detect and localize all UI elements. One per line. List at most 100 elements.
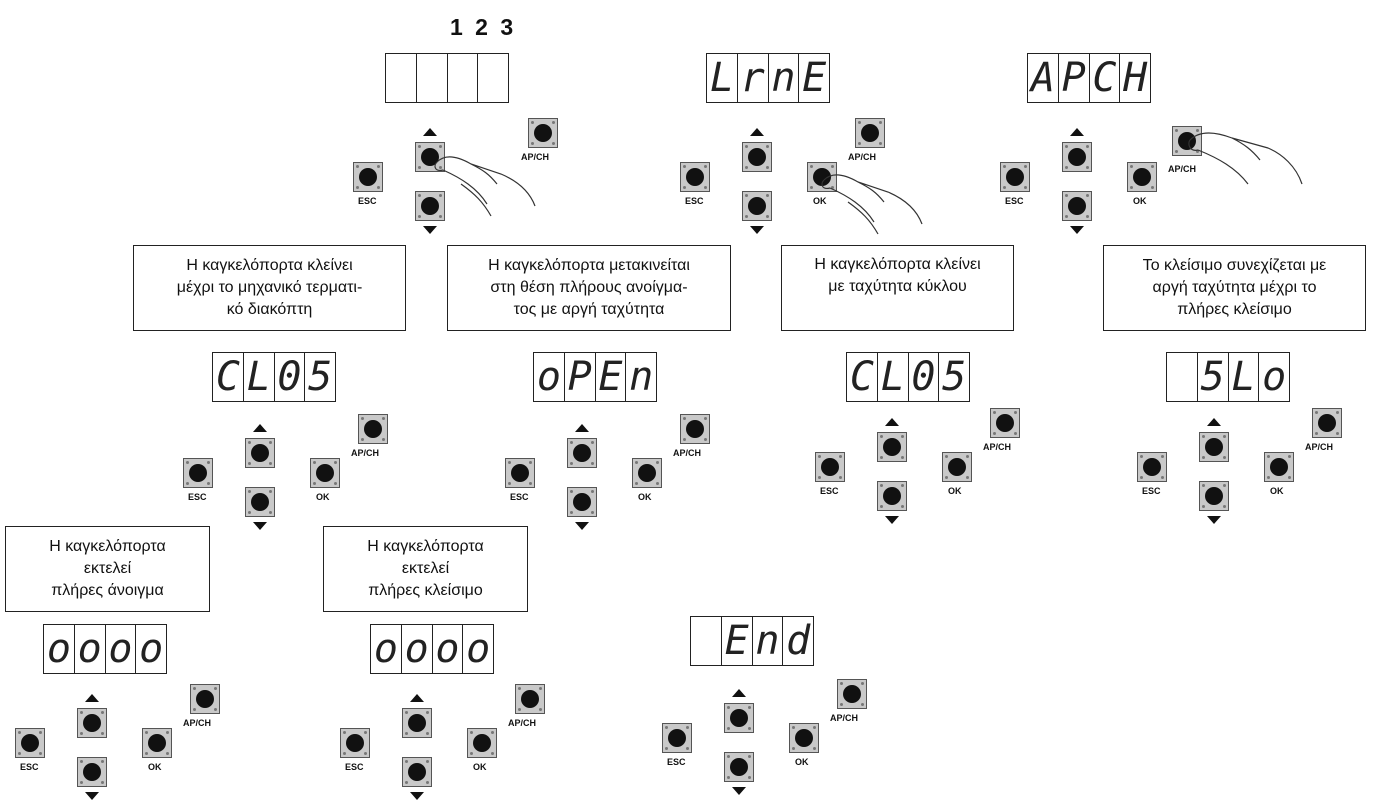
display-digit: H (1123, 55, 1148, 101)
apch-button[interactable] (358, 414, 388, 444)
apch-button[interactable] (680, 414, 710, 444)
ok-label: OK (1133, 196, 1147, 206)
display-digit: 5 (942, 354, 967, 400)
down-button[interactable] (742, 191, 772, 221)
ok-label: OK (1270, 486, 1284, 496)
apch-label: AP/CH (830, 713, 859, 723)
display-8: o o o o (43, 624, 167, 674)
up-button[interactable] (877, 432, 907, 462)
display-digit: E (596, 353, 627, 401)
esc-button[interactable] (505, 458, 535, 488)
display-digit: o (44, 625, 75, 673)
up-button[interactable] (1199, 432, 1229, 462)
up-button[interactable] (245, 438, 275, 468)
ok-button[interactable] (467, 728, 497, 758)
display-digit: d (786, 618, 811, 664)
ok-button[interactable] (789, 723, 819, 753)
down-button[interactable] (415, 191, 445, 221)
display-9: o o o o (370, 624, 494, 674)
display-digit: o (371, 625, 402, 673)
display-digit (1167, 353, 1198, 401)
arrow-up-icon (253, 424, 267, 432)
up-button[interactable] (415, 142, 445, 172)
esc-button[interactable] (680, 162, 710, 192)
apch-button[interactable] (515, 684, 545, 714)
ok-button[interactable] (142, 728, 172, 758)
esc-label: ESC (358, 196, 377, 206)
apch-button[interactable] (1312, 408, 1342, 438)
note-line: κό διακόπτη (226, 301, 313, 318)
down-button[interactable] (724, 752, 754, 782)
note-opening-slow: Η καγκελόπορτα μετακινείται στη θέση πλή… (447, 245, 731, 331)
esc-button[interactable] (1000, 162, 1030, 192)
esc-label: ESC (188, 492, 207, 502)
display-digit: 5 (1198, 353, 1229, 401)
ok-button[interactable] (310, 458, 340, 488)
display-digit: o (466, 626, 491, 672)
apch-button[interactable] (837, 679, 867, 709)
down-button[interactable] (77, 757, 107, 787)
display-digit: L (878, 353, 909, 401)
apch-button[interactable] (1172, 126, 1202, 156)
display-1 (385, 53, 509, 103)
note-line: πλήρες κλείσιμο (1177, 301, 1292, 318)
ok-button[interactable] (807, 162, 837, 192)
pointing-hand-icon (821, 174, 923, 235)
esc-button[interactable] (815, 452, 845, 482)
ok-label: OK (813, 196, 827, 206)
arrow-down-icon (423, 226, 437, 234)
esc-label: ESC (820, 486, 839, 496)
up-button[interactable] (742, 142, 772, 172)
down-button[interactable] (245, 487, 275, 517)
note-closing-slow: Το κλείσιμο συνεχίζεται με αργή ταχύτητα… (1103, 245, 1366, 331)
up-button[interactable] (77, 708, 107, 738)
note-line: εκτελεί (401, 560, 450, 577)
esc-button[interactable] (340, 728, 370, 758)
display-digit (448, 54, 479, 102)
ok-label: OK (316, 492, 330, 502)
down-button[interactable] (402, 757, 432, 787)
apch-button[interactable] (855, 118, 885, 148)
ok-button[interactable] (632, 458, 662, 488)
display-10: E n d (690, 616, 814, 666)
esc-button[interactable] (183, 458, 213, 488)
apch-button[interactable] (528, 118, 558, 148)
ok-button[interactable] (1127, 162, 1157, 192)
ok-button[interactable] (942, 452, 972, 482)
note-line: μέχρι το μηχανικό τερματι- (176, 279, 363, 296)
note-line: Η καγκελόπορτα (367, 538, 484, 555)
display-digit: r (738, 54, 769, 102)
display-5: o P E n (533, 352, 657, 402)
up-button[interactable] (724, 703, 754, 733)
display-digit: C (847, 353, 878, 401)
display-digit: o (534, 353, 565, 401)
esc-button[interactable] (15, 728, 45, 758)
up-button[interactable] (1062, 142, 1092, 172)
esc-button[interactable] (662, 723, 692, 753)
display-digit: 0 (909, 353, 940, 401)
display-digit: P (565, 353, 596, 401)
display-digit: o (75, 625, 106, 673)
apch-button[interactable] (190, 684, 220, 714)
down-button[interactable] (877, 481, 907, 511)
display-6: C L 0 5 (846, 352, 970, 402)
arrow-down-icon (85, 792, 99, 800)
keypad-6: ESC OK AP/CH (815, 404, 1020, 529)
apch-button[interactable] (990, 408, 1020, 438)
esc-label: ESC (667, 757, 686, 767)
up-button[interactable] (402, 708, 432, 738)
esc-button[interactable] (353, 162, 383, 192)
up-button[interactable] (567, 438, 597, 468)
display-digit: o (1262, 354, 1287, 400)
down-button[interactable] (1062, 191, 1092, 221)
esc-button[interactable] (1137, 452, 1167, 482)
note-line: Η καγκελόπορτα κλείνει (186, 257, 353, 274)
down-button[interactable] (567, 487, 597, 517)
esc-label: ESC (510, 492, 529, 502)
ok-button[interactable] (1264, 452, 1294, 482)
down-button[interactable] (1199, 481, 1229, 511)
display-digit: E (802, 55, 827, 101)
arrow-down-icon (1207, 516, 1221, 524)
arrow-up-icon (410, 694, 424, 702)
apch-label: AP/CH (848, 152, 877, 162)
